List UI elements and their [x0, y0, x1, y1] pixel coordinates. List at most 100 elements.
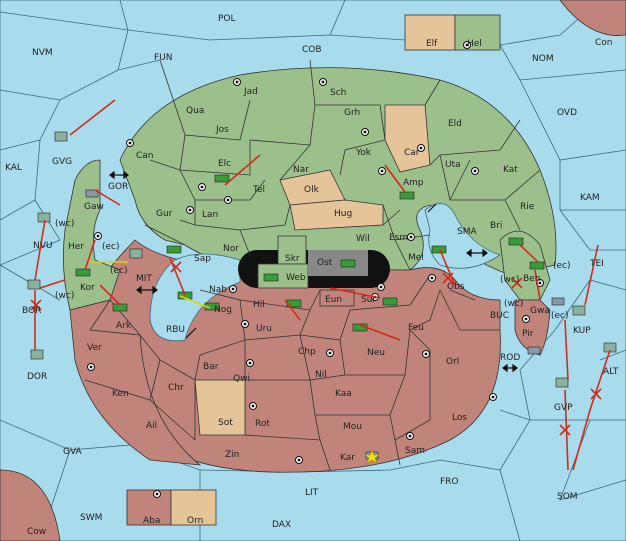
label-dor: DOR [27, 372, 47, 382]
label-bar: Bar [203, 362, 219, 372]
label-obs: Obs [447, 282, 465, 292]
label-nab: Nab [209, 285, 227, 295]
passage-arrows [109, 170, 518, 373]
label-bor: BOR [22, 306, 41, 316]
label-wc1: (wc) [55, 219, 74, 229]
territory-east-red [514, 299, 551, 356]
label-uru: Uru [256, 324, 272, 334]
label-her: Her [68, 242, 84, 252]
label-feu: Feu [408, 323, 424, 333]
label-uta: Uta [445, 160, 461, 170]
label-eun: Eun [325, 295, 342, 305]
label-nil: Nil [315, 370, 327, 380]
label-bri: Bri [490, 221, 502, 231]
label-mel: Mel [408, 253, 424, 263]
star-icon [364, 449, 380, 464]
label-gvp: GVP [554, 403, 573, 413]
label-esm: Esm [389, 233, 408, 243]
label-ark: Ark [116, 321, 132, 331]
province-skr[interactable] [277, 235, 307, 265]
label-los: Los [452, 413, 467, 423]
label-sma: SMA [457, 227, 477, 237]
province-labels: POL NVM FUN COB Elf Hel Con NOM OVD KAL … [5, 14, 619, 537]
label-sur: Sur [361, 295, 376, 305]
label-sot: Sot [218, 418, 233, 428]
label-fun: FUN [154, 53, 173, 63]
army-units [75, 174, 545, 332]
supply-centers [87, 41, 544, 498]
red-province-borders [84, 274, 500, 471]
label-hug: Hug [334, 209, 352, 219]
label-rot: Rot [255, 419, 270, 429]
green-province-borders [144, 59, 541, 271]
label-tel: Tel [252, 185, 265, 195]
label-ken: Ken [112, 389, 129, 399]
province-car[interactable] [384, 104, 431, 173]
label-orn: Orn [187, 516, 203, 526]
fleet-units [27, 131, 617, 460]
label-olk: Olk [304, 185, 320, 195]
label-nvm: NVM [32, 48, 53, 58]
label-elf: Elf [426, 39, 438, 49]
label-elc: Elc [218, 159, 231, 169]
province-ost[interactable] [308, 250, 368, 276]
label-kor: Kor [80, 283, 95, 293]
label-gva: GVA [63, 447, 83, 457]
label-skr: Skr [285, 254, 300, 264]
label-hel: Hel [467, 39, 482, 49]
label-qua: Qua [186, 106, 204, 116]
label-jos: Jos [215, 125, 229, 135]
label-zin: Zin [225, 450, 239, 460]
label-qwi: Qwi [233, 374, 250, 384]
label-ail: Ail [146, 421, 157, 431]
label-fro: FRO [440, 477, 459, 487]
label-jad: Jad [243, 87, 258, 97]
support-arrows [90, 261, 211, 309]
label-sch: Sch [330, 88, 346, 98]
label-cow: Cow [27, 527, 46, 537]
label-con: Con [595, 38, 613, 48]
label-yok: Yok [355, 148, 372, 158]
label-kup: KUP [573, 326, 591, 336]
label-pol: POL [218, 14, 236, 24]
label-wc4: (wc) [500, 275, 519, 285]
order-arrows [34, 99, 611, 471]
label-lit: LIT [305, 488, 319, 498]
label-lan: Lan [202, 210, 218, 220]
province-hug[interactable] [289, 199, 384, 231]
label-rie: Rie [520, 202, 535, 212]
label-car: Car [404, 148, 420, 158]
label-nor: Nor [223, 244, 239, 254]
label-alt: ALT [603, 367, 619, 377]
label-ec1: (ec) [102, 242, 120, 252]
label-ec2: (ec) [110, 266, 128, 276]
label-tei: TEI [589, 259, 604, 269]
province-orn[interactable] [170, 489, 217, 526]
label-kar: Kar [340, 453, 355, 463]
label-wc2: (wc) [55, 291, 74, 301]
label-wil: Wil [356, 234, 370, 244]
label-web: Web [286, 273, 306, 283]
label-rod: ROD [500, 353, 520, 363]
label-kat: Kat [503, 165, 518, 175]
province-hel[interactable] [454, 14, 501, 51]
label-grh: Grh [344, 108, 360, 118]
label-dax: DAX [272, 520, 291, 530]
label-can: Can [136, 151, 154, 161]
label-amp: Amp [403, 178, 424, 188]
label-swm: SWM [80, 513, 102, 523]
label-sap: Sap [194, 254, 211, 264]
label-ovd: OVD [557, 108, 577, 118]
label-chp: Chp [298, 347, 316, 357]
label-mou: Mou [343, 422, 362, 432]
label-kal: KAL [5, 163, 22, 173]
label-rbu: RBU [166, 325, 185, 335]
province-elf[interactable] [404, 14, 456, 51]
label-ver: Ver [87, 343, 102, 353]
label-gaw: Gaw [84, 202, 104, 212]
label-pir: Pir [522, 329, 534, 339]
failed-order-marks [30, 261, 602, 436]
sea-inner-channel [149, 253, 241, 342]
